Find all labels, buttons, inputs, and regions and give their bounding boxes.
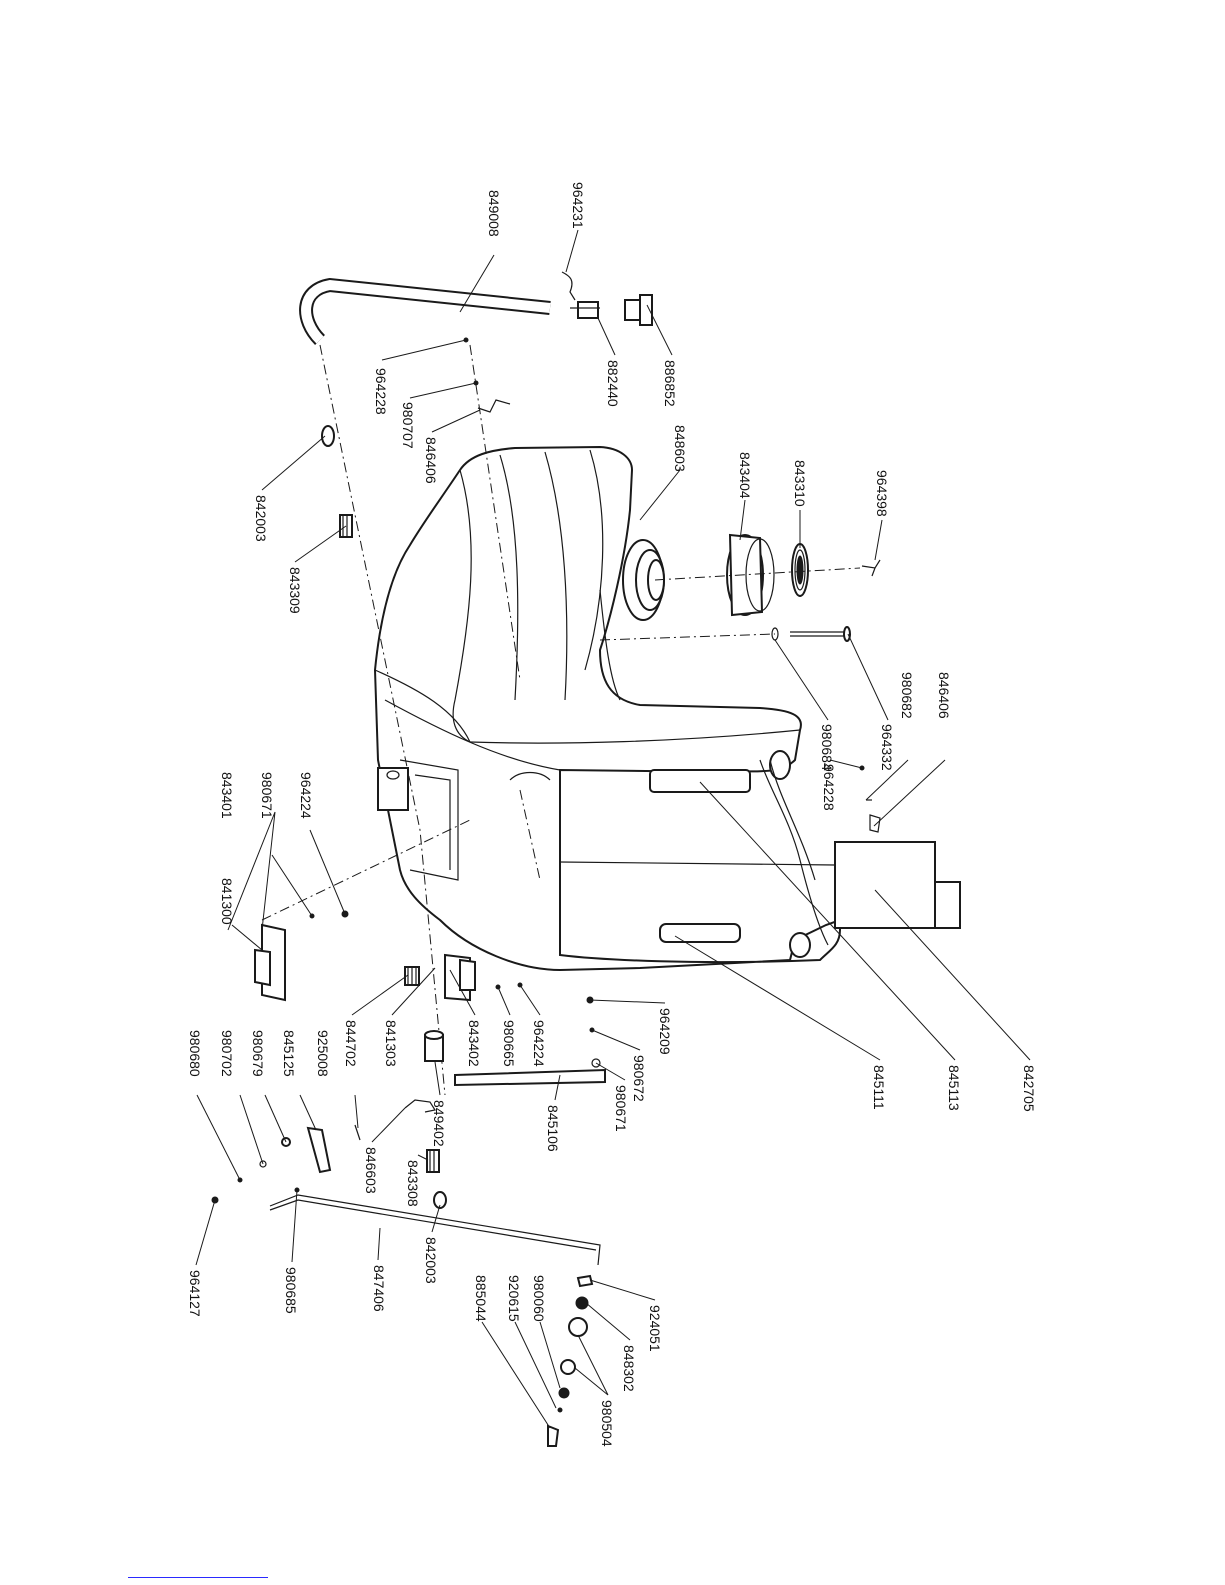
label-925008: 925008 xyxy=(315,1030,331,1077)
hose-849008 xyxy=(299,277,551,345)
label-842003-upper: 842003 xyxy=(253,495,269,542)
label-886852: 886852 xyxy=(662,360,678,407)
label-964228-upper: 964228 xyxy=(373,368,389,415)
label-980702: 980702 xyxy=(219,1030,235,1077)
label-964231: 964231 xyxy=(570,182,586,229)
label-964127: 964127 xyxy=(187,1270,203,1317)
label-846406-lower: 846406 xyxy=(936,672,952,719)
label-980060: 980060 xyxy=(531,1275,547,1322)
label-964228-lower: 964228 xyxy=(821,764,837,811)
centerline-port xyxy=(654,567,861,581)
label-980685: 980685 xyxy=(283,1267,299,1314)
label-980671-right: 980671 xyxy=(613,1085,629,1132)
washer-980671-right xyxy=(591,1058,601,1068)
nut-980060 xyxy=(558,1387,570,1399)
pin-964231 xyxy=(561,271,576,301)
label-842003-lower: 842003 xyxy=(423,1237,439,1284)
block-843401 xyxy=(377,767,409,811)
clamp-842003-lower xyxy=(433,1191,447,1209)
label-846603: 846603 xyxy=(363,1147,379,1194)
spring-844702 xyxy=(404,966,420,986)
leader-lines xyxy=(195,229,1031,1429)
label-844702: 844702 xyxy=(343,1020,359,1067)
label-980680: 980680 xyxy=(187,1030,203,1077)
cup-843404 xyxy=(726,533,775,617)
label-964224-right: 964224 xyxy=(531,1020,547,1067)
label-964332: 964332 xyxy=(879,724,895,771)
label-980684: 980684 xyxy=(819,724,835,771)
label-845125: 845125 xyxy=(281,1030,297,1077)
label-843404: 843404 xyxy=(737,452,753,499)
centerline-bracket xyxy=(261,819,471,921)
label-849402: 849402 xyxy=(431,1100,447,1147)
centerline-bolt xyxy=(599,633,776,641)
slot-845113 xyxy=(649,769,751,793)
label-842705: 842705 xyxy=(1021,1065,1037,1112)
label-843401: 843401 xyxy=(219,772,235,819)
label-848603: 848603 xyxy=(672,425,688,472)
label-847406: 847406 xyxy=(371,1265,387,1312)
label-849008: 849008 xyxy=(486,190,502,237)
label-924051: 924051 xyxy=(647,1305,663,1352)
label-964398: 964398 xyxy=(874,470,890,517)
label-980682: 980682 xyxy=(899,672,915,719)
clip-964398 xyxy=(861,559,881,577)
pin-920615 xyxy=(557,1407,563,1413)
label-846406-upper: 846406 xyxy=(423,437,439,484)
latch-body xyxy=(509,771,551,781)
washer-980504-b xyxy=(560,1359,576,1375)
clip-846406 xyxy=(477,399,511,413)
label-980672: 980672 xyxy=(631,1055,647,1102)
spring-843308 xyxy=(426,1149,440,1173)
bracket-842705 xyxy=(834,841,961,929)
hardware-846406-upper xyxy=(859,765,881,833)
label-980707: 980707 xyxy=(400,402,416,449)
label-980665: 980665 xyxy=(501,1020,517,1067)
label-848302: 848302 xyxy=(621,1345,637,1392)
clamp-842003-upper xyxy=(321,425,335,447)
clip-846603 xyxy=(404,1099,436,1113)
disk-843310 xyxy=(791,543,809,597)
hardware-chain-left xyxy=(211,1124,361,1204)
fitting-886852 xyxy=(624,294,653,326)
fitting-924051 xyxy=(576,1274,594,1288)
bracket-843402 xyxy=(444,953,476,1002)
housing-port xyxy=(622,539,665,621)
label-882440: 882440 xyxy=(605,360,621,407)
knob-848302 xyxy=(575,1296,589,1310)
label-843402: 843402 xyxy=(466,1020,482,1067)
label-843308: 843308 xyxy=(405,1160,421,1207)
label-980671-left: 980671 xyxy=(259,772,275,819)
centerline-body xyxy=(519,789,541,881)
plate-845106 xyxy=(454,1068,606,1087)
label-920615: 920615 xyxy=(506,1275,522,1322)
label-845106: 845106 xyxy=(545,1105,561,1152)
label-841303: 841303 xyxy=(383,1020,399,1067)
label-843309: 843309 xyxy=(287,567,303,614)
tube-849402 xyxy=(424,1030,444,1062)
label-980679: 980679 xyxy=(250,1030,266,1077)
footer-link-line xyxy=(128,1577,268,1578)
label-843310: 843310 xyxy=(792,460,808,507)
part-labels: 849008 964231 882440 886852 964228 98070… xyxy=(187,182,1037,1447)
label-964224-left: 964224 xyxy=(298,772,314,819)
bracket-841300 xyxy=(254,923,286,1002)
label-845111: 845111 xyxy=(871,1065,887,1110)
washer-980504-a xyxy=(568,1317,588,1337)
main-housing xyxy=(373,445,841,972)
label-964209: 964209 xyxy=(657,1008,673,1055)
cap-885044 xyxy=(547,1424,560,1447)
bolt-964332 xyxy=(771,626,851,642)
rod-847406 xyxy=(269,1194,601,1266)
label-845113: 845113 xyxy=(946,1065,962,1111)
label-841300: 841300 xyxy=(219,878,235,925)
label-980504: 980504 xyxy=(599,1400,615,1447)
label-885044: 885044 xyxy=(473,1275,489,1322)
centerline-upper xyxy=(469,344,521,681)
centerline-left xyxy=(319,344,446,1096)
slot-845111 xyxy=(659,923,741,943)
bracket-882440 xyxy=(570,301,600,319)
